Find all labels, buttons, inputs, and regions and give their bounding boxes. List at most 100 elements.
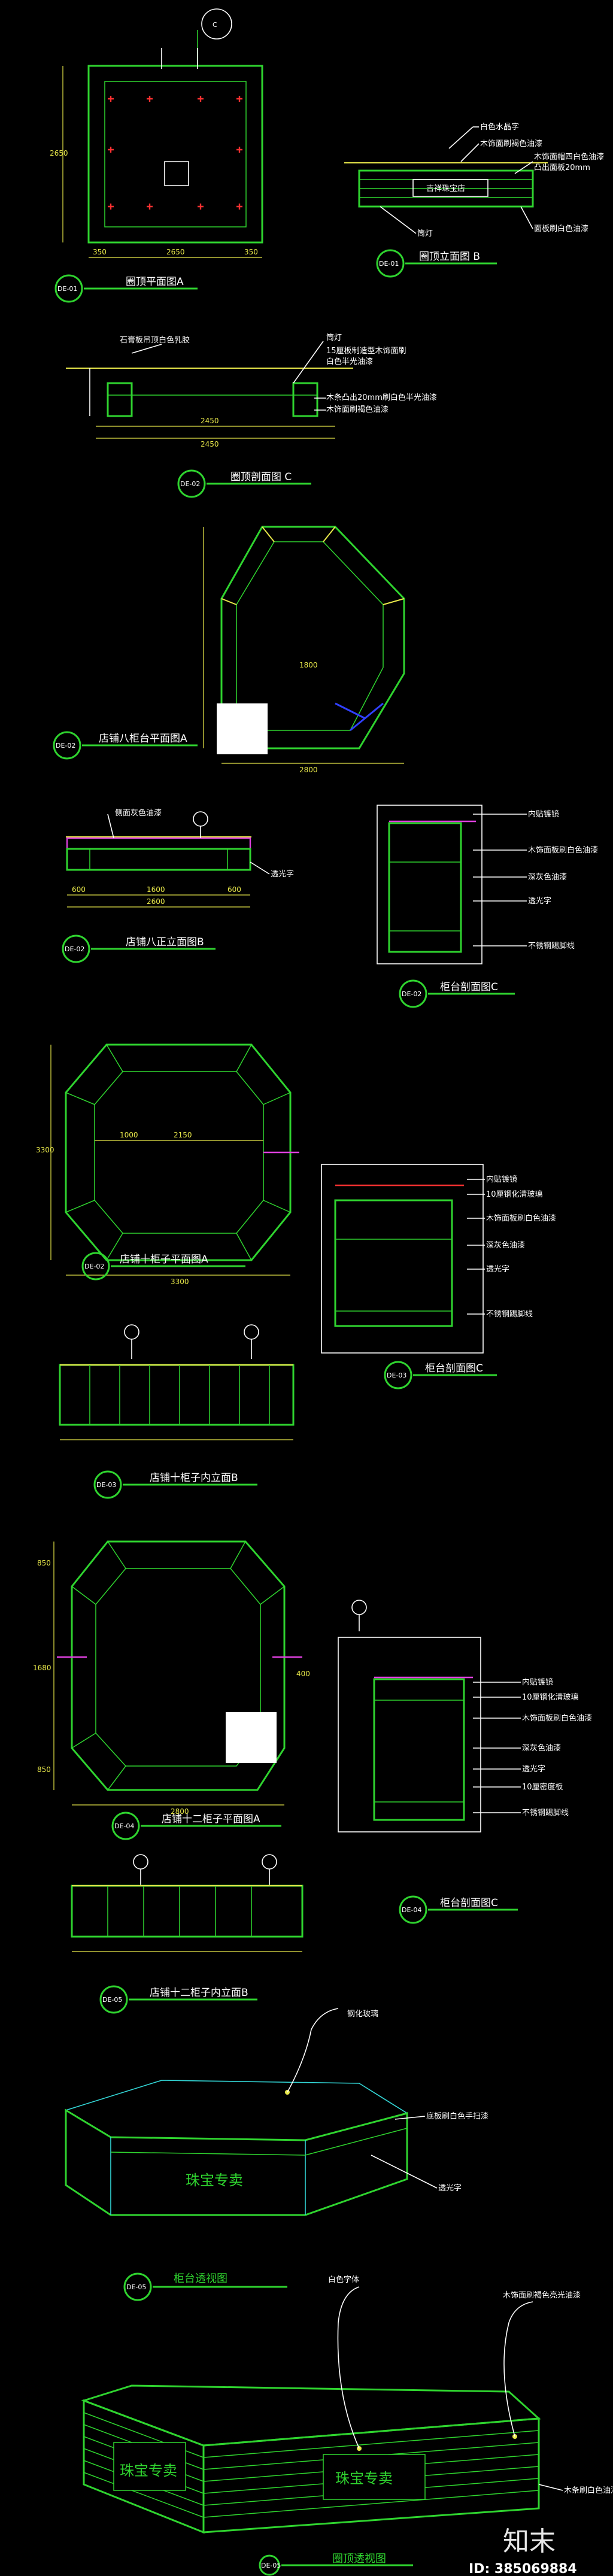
note-white-semi: 白色半光油漆 <box>326 357 373 366</box>
store-sign-text: 吉祥珠宝店 <box>426 184 465 193</box>
watermark-brand: 知末 <box>503 2526 556 2557</box>
section-symbol-14: DE-05 <box>261 2562 281 2569</box>
note-wood-gloss: 木饰面刷褐色亮光油漆 <box>503 2290 581 2300</box>
dim-350-b: 350 <box>244 248 258 256</box>
dim-400: 400 <box>296 1670 310 1678</box>
dim-2600: 2600 <box>147 897 165 906</box>
dim-2450-a: 2450 <box>201 417 219 425</box>
note-white-crystal: 白色水晶字 <box>480 122 519 132</box>
title-twelve-inner-b: 店铺十二柜子内立面B <box>150 1987 248 1999</box>
ceiling-sign-text-2: 珠宝专卖 <box>335 2470 393 2487</box>
dim-1000: 1000 <box>120 1131 138 1139</box>
note-wood-white: 木饰面帽四白色油漆 <box>534 152 604 162</box>
note-white-font: 白色字体 <box>328 2275 359 2284</box>
watermark: 知末 ID: 385069884 <box>469 2526 577 2576</box>
note-dark-gray-3: 深灰色油漆 <box>522 1743 561 1753</box>
note-glass-10-2: 10厘钢化清玻璃 <box>522 1693 579 1702</box>
section-symbol-8: DE-03 <box>387 1372 406 1379</box>
title-ceiling-persp: 圈顶透视图 <box>332 2553 386 2565</box>
title-ceiling-section-c: 圈顶剖面图 C <box>230 471 292 483</box>
section-symbol-9: DE-03 <box>96 1481 116 1489</box>
note-light-char-5: 透光字 <box>438 2184 462 2193</box>
dim-2650-v: 2650 <box>50 149 68 157</box>
section-symbol-5: DE-02 <box>65 945 84 953</box>
dim-850-a: 850 <box>37 1559 51 1567</box>
note-wood-white-1: 木饰面板刷白色油漆 <box>528 845 598 855</box>
title-twelve-plan-a: 店铺十二柜子平面图A <box>162 1813 260 1825</box>
note-light-char-3: 透光字 <box>486 1265 509 1274</box>
title-counter-persp: 柜台透视图 <box>174 2272 227 2285</box>
note-dark-gray-2: 深灰色油漆 <box>486 1240 525 1250</box>
section-symbol-6: DE-02 <box>402 990 421 998</box>
section-symbol-2: DE-01 <box>379 260 399 268</box>
note-protrude-20: 凸出面板20mm <box>534 163 590 172</box>
dim-850-b: 850 <box>37 1765 51 1774</box>
note-light-char-2: 透光字 <box>528 897 551 906</box>
note-wood-white-2: 木饰面板刷白色油漆 <box>486 1213 556 1223</box>
note-inner-mirror-1: 内贴镀镜 <box>528 809 559 819</box>
title-counter-section-2: 柜台剖面图C <box>425 1363 483 1375</box>
counter-section-c-2: 内贴镀镜 10厘钢化清玻璃 木饰面板刷白色油漆 深灰色油漆 透光字 不锈钢踢脚线… <box>321 1164 556 1389</box>
note-wood-brown-1: 木饰面刷褐色油漆 <box>480 139 542 148</box>
note-wood-strip-white: 木条刷白色油漆 <box>564 2486 613 2495</box>
dim-3300-v: 3300 <box>36 1146 54 1154</box>
dim-2800: 2800 <box>299 766 318 774</box>
note-dark-gray-1: 深灰色油漆 <box>528 872 567 882</box>
note-side-gray: 侧面灰色油漆 <box>115 808 162 818</box>
dim-2150: 2150 <box>174 1131 192 1139</box>
twelve-cabinet-inner-b: DE-05 店铺十二柜子内立面B <box>71 1854 304 2014</box>
dim-600-b: 600 <box>227 885 241 894</box>
section-symbol-12: DE-05 <box>102 1996 122 2004</box>
title-counter-section-3: 柜台剖面图C <box>440 1897 498 1909</box>
ten-cabinet-plan-a: 2150 1000 3300 3300 DE-02 店铺十柜子平面图A <box>36 1043 299 1286</box>
note-light-char-4: 透光字 <box>522 1765 545 1774</box>
dim-1600: 1600 <box>147 885 165 894</box>
note-gypsum: 石膏板吊顶白色乳胶 <box>120 335 190 345</box>
ceiling-perspective: 珠宝专卖 珠宝专卖 白色字体 木饰面刷褐色亮光油漆 木条刷白色油漆 DE-05 … <box>81 2275 613 2576</box>
section-symbol-7: DE-02 <box>84 1263 104 1270</box>
dim-2650-h: 2650 <box>166 248 185 256</box>
counter-sign-text: 珠宝专卖 <box>186 2172 243 2189</box>
note-glass-10-1: 10厘钢化清玻璃 <box>486 1190 543 1199</box>
white-block <box>217 703 268 754</box>
twelve-cabinet-plan-a: 850 1680 850 400 2800 DE-04 店铺十二柜子平面图A <box>33 1540 367 1840</box>
note-15mm-board: 15厘板制造型木饰面刷 <box>326 347 406 356</box>
counter-perspective: 珠宝专卖 钢化玻璃 底板刷白色手扫漆 透光字 DE-05 柜台透视图 <box>65 2008 488 2301</box>
note-wood-strip: 木条凸出20mm刷白色半光油漆 <box>326 393 437 402</box>
dim-2450-b: 2450 <box>201 440 219 448</box>
note-wood-white-3: 木饰面板刷白色油漆 <box>522 1713 592 1723</box>
octagon-front-b: 侧面灰色油漆 透光字 600 1600 600 2600 DE-02 店铺八正立… <box>62 808 294 963</box>
title-octagon-plan-a: 店铺八柜台平面图A <box>99 733 187 745</box>
note-steel-1: 不锈钢踢脚线 <box>528 941 575 951</box>
ten-cabinet-inner-b: DE-03 店铺十柜子内立面B <box>59 1324 295 1499</box>
dim-3300: 3300 <box>171 1278 189 1286</box>
note-wood-brown-2: 木饰面刷褐色油漆 <box>326 405 389 414</box>
dim-600-a: 600 <box>72 885 86 894</box>
dim-2800-b: 2800 <box>171 1807 189 1816</box>
note-light-char-1: 透光字 <box>271 870 294 879</box>
title-counter-section-1: 柜台剖面图C <box>440 981 498 993</box>
section-marker-c: C <box>213 21 217 29</box>
note-steel-2: 不锈钢踢脚线 <box>486 1309 533 1319</box>
note-mdf-10: 10厘密度板 <box>522 1782 563 1792</box>
dim-1680: 1680 <box>33 1664 51 1672</box>
ceiling-section-c: 石膏板吊顶白色乳胶 筒灯 15厘板制造型木饰面刷 白色半光油漆 木条凸出20mm… <box>66 333 437 498</box>
title-ceiling-elev-b: 圈顶立面图 B <box>419 251 480 263</box>
ceiling-sign-text-1: 珠宝专卖 <box>120 2462 177 2479</box>
section-symbol-3: DE-02 <box>180 480 200 488</box>
title-ten-plan-a: 店铺十柜子平面图A <box>120 1254 208 1266</box>
dim-1800: 1800 <box>299 661 318 669</box>
title-ceiling-plan-a: 圈顶平面图A <box>126 276 184 288</box>
note-inner-mirror-3: 内贴镀镜 <box>522 1677 553 1687</box>
counter-section-c-3: 内贴镀镜 10厘钢化清玻璃 木饰面板刷白色油漆 深灰色油漆 透光字 10厘密度板… <box>338 1637 592 1924</box>
note-bottom-white: 面板刷白色油漆 <box>534 224 588 233</box>
note-steel-3: 不锈钢踢脚线 <box>522 1808 569 1818</box>
section-symbol-1: DE-01 <box>57 285 77 293</box>
note-base-white: 底板刷白色手扫漆 <box>426 2111 488 2121</box>
title-ten-inner-b: 店铺十柜子内立面B <box>150 1472 238 1484</box>
section-symbol-13: DE-05 <box>126 2283 146 2291</box>
ceiling-elevation-b: 吉祥珠宝店 白色水晶字 木饰面刷褐色油漆 木饰面帽四白色油漆 凸出面板20mm … <box>344 122 604 278</box>
section-symbol-4: DE-02 <box>56 742 75 750</box>
dim-350-a: 350 <box>93 248 107 256</box>
